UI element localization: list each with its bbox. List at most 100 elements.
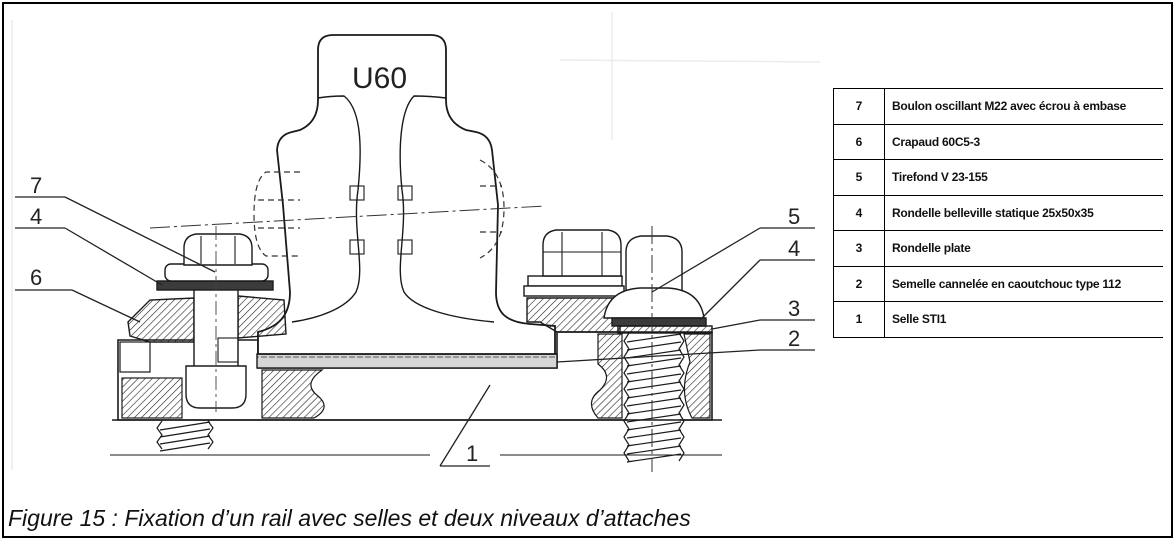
tirefond-thread bbox=[623, 332, 685, 463]
callout-label: 4 bbox=[30, 204, 42, 229]
leader-line bbox=[711, 319, 761, 330]
base-plate-block bbox=[119, 341, 151, 373]
callout-3: 3 bbox=[711, 296, 815, 330]
thread-line bbox=[626, 373, 682, 383]
belleville-washer-left bbox=[156, 280, 274, 291]
legend-row: 4 Rondelle belleville statique 25x50x35 bbox=[833, 194, 1163, 231]
legend-row: 6 Crapaud 60C5-3 bbox=[833, 123, 1163, 160]
callout-label: 5 bbox=[788, 204, 800, 229]
leader-line bbox=[71, 289, 141, 323]
bolt-slot bbox=[217, 337, 239, 363]
rail-web-left-edge bbox=[291, 95, 361, 323]
base-plate-hatch-left bbox=[121, 377, 183, 419]
legend-number: 3 bbox=[833, 230, 885, 267]
tirefond-head bbox=[625, 235, 683, 292]
callout-1: 1 bbox=[439, 384, 491, 467]
thread-line bbox=[159, 435, 211, 445]
leader-line bbox=[699, 259, 761, 321]
base-plate-selle bbox=[117, 331, 713, 421]
web-hole bbox=[349, 239, 365, 255]
legend-number: 4 bbox=[833, 194, 885, 231]
clip-crapaud-left-inner bbox=[237, 295, 287, 339]
technical-drawing: U60 bbox=[11, 12, 821, 472]
scan-artifacts bbox=[11, 12, 821, 470]
callout-label: 4 bbox=[788, 236, 800, 261]
callout-label: 1 bbox=[466, 441, 478, 466]
web-hole bbox=[397, 185, 413, 201]
legend-label: Semelle cannelée en caoutchouc type 112 bbox=[884, 265, 1163, 302]
legend-row: 3 Rondelle plate bbox=[833, 230, 1163, 267]
rail-profile bbox=[257, 34, 556, 355]
base-plate-rib-left bbox=[261, 369, 325, 419]
legend-label: Boulon oscillant M22 avec écrou à embase bbox=[884, 88, 1163, 125]
legend-label: Selle STI1 bbox=[884, 301, 1163, 338]
callouts: 7 4 6 5 4 3 2 bbox=[15, 173, 815, 467]
thread-line bbox=[159, 442, 211, 452]
legend-label: Tirefond V 23-155 bbox=[884, 159, 1163, 196]
tirefond-collar bbox=[603, 287, 705, 319]
nut-left bbox=[183, 233, 253, 266]
callout-label: 2 bbox=[788, 326, 800, 351]
belleville-washer-right bbox=[611, 317, 707, 327]
thread-line bbox=[626, 381, 682, 391]
legend-label: Rondelle belleville statique 25x50x35 bbox=[884, 194, 1163, 231]
callout-label: 6 bbox=[30, 265, 42, 290]
callout-label: 3 bbox=[788, 296, 800, 321]
legend-row: 1 Selle STI1 bbox=[833, 301, 1163, 338]
legend-row: 2 Semelle cannelée en caoutchouc type 11… bbox=[833, 265, 1163, 302]
rail: U60 bbox=[257, 34, 556, 355]
thread-line bbox=[626, 389, 682, 399]
thread-edge bbox=[623, 332, 630, 462]
callout-6: 6 bbox=[15, 265, 141, 323]
bolt-axis-line bbox=[149, 205, 546, 229]
legend-number: 2 bbox=[833, 265, 885, 302]
web-hole bbox=[397, 239, 413, 255]
leader-line bbox=[64, 196, 216, 273]
thread-line bbox=[626, 429, 682, 439]
nut-flange-left bbox=[164, 263, 269, 282]
thread-line bbox=[626, 397, 682, 407]
rail-label: U60 bbox=[352, 62, 407, 95]
left-fastening bbox=[127, 226, 287, 412]
base-plate-rib-right bbox=[590, 333, 623, 419]
web-hole bbox=[349, 185, 365, 201]
legend-label: Crapaud 60C5-3 bbox=[884, 123, 1163, 160]
thread-line bbox=[626, 445, 682, 455]
callout-7: 7 bbox=[15, 173, 216, 273]
clip-plate-right bbox=[523, 285, 625, 297]
legend-number: 6 bbox=[833, 123, 885, 160]
legend-number: 7 bbox=[833, 88, 885, 125]
leader-line bbox=[556, 349, 761, 363]
legend-label: Rondelle plate bbox=[884, 230, 1163, 267]
rail-web-right-edge bbox=[399, 95, 495, 323]
rubber-pad-semelle bbox=[256, 353, 558, 369]
leader-line bbox=[651, 227, 761, 293]
thread-line bbox=[626, 357, 682, 367]
thread-line bbox=[159, 428, 211, 438]
legend-row: 7 Boulon oscillant M22 avec écrou à emba… bbox=[833, 88, 1163, 125]
scan-line bbox=[559, 59, 821, 63]
legend-body: 7 Boulon oscillant M22 avec écrou à emba… bbox=[833, 88, 1163, 338]
thread-edge bbox=[156, 420, 163, 450]
thread-line bbox=[626, 333, 682, 343]
hidden-nut-left bbox=[253, 171, 300, 257]
flat-washer bbox=[617, 325, 713, 334]
callout-5: 5 bbox=[651, 204, 815, 293]
thread-edge bbox=[207, 420, 214, 450]
legend-number: 5 bbox=[833, 159, 885, 196]
legend-table: 7 Boulon oscillant M22 avec écrou à emba… bbox=[833, 88, 1163, 338]
nut-right bbox=[542, 229, 622, 277]
thread-line bbox=[626, 405, 682, 415]
thread-line bbox=[626, 349, 682, 359]
clip-plate-right bbox=[527, 275, 623, 287]
thread-line bbox=[626, 341, 682, 351]
callout-label: 7 bbox=[30, 173, 42, 198]
thread-line bbox=[626, 365, 682, 375]
clip-crapaud-left-outer bbox=[127, 297, 195, 343]
hidden-nut-right bbox=[479, 159, 505, 259]
callout-4-left: 4 bbox=[15, 204, 163, 286]
thread-line bbox=[626, 437, 682, 447]
legend-number: 1 bbox=[833, 301, 885, 338]
figure-caption: Figure 15 : Fixation d’un rail avec sell… bbox=[8, 505, 691, 531]
